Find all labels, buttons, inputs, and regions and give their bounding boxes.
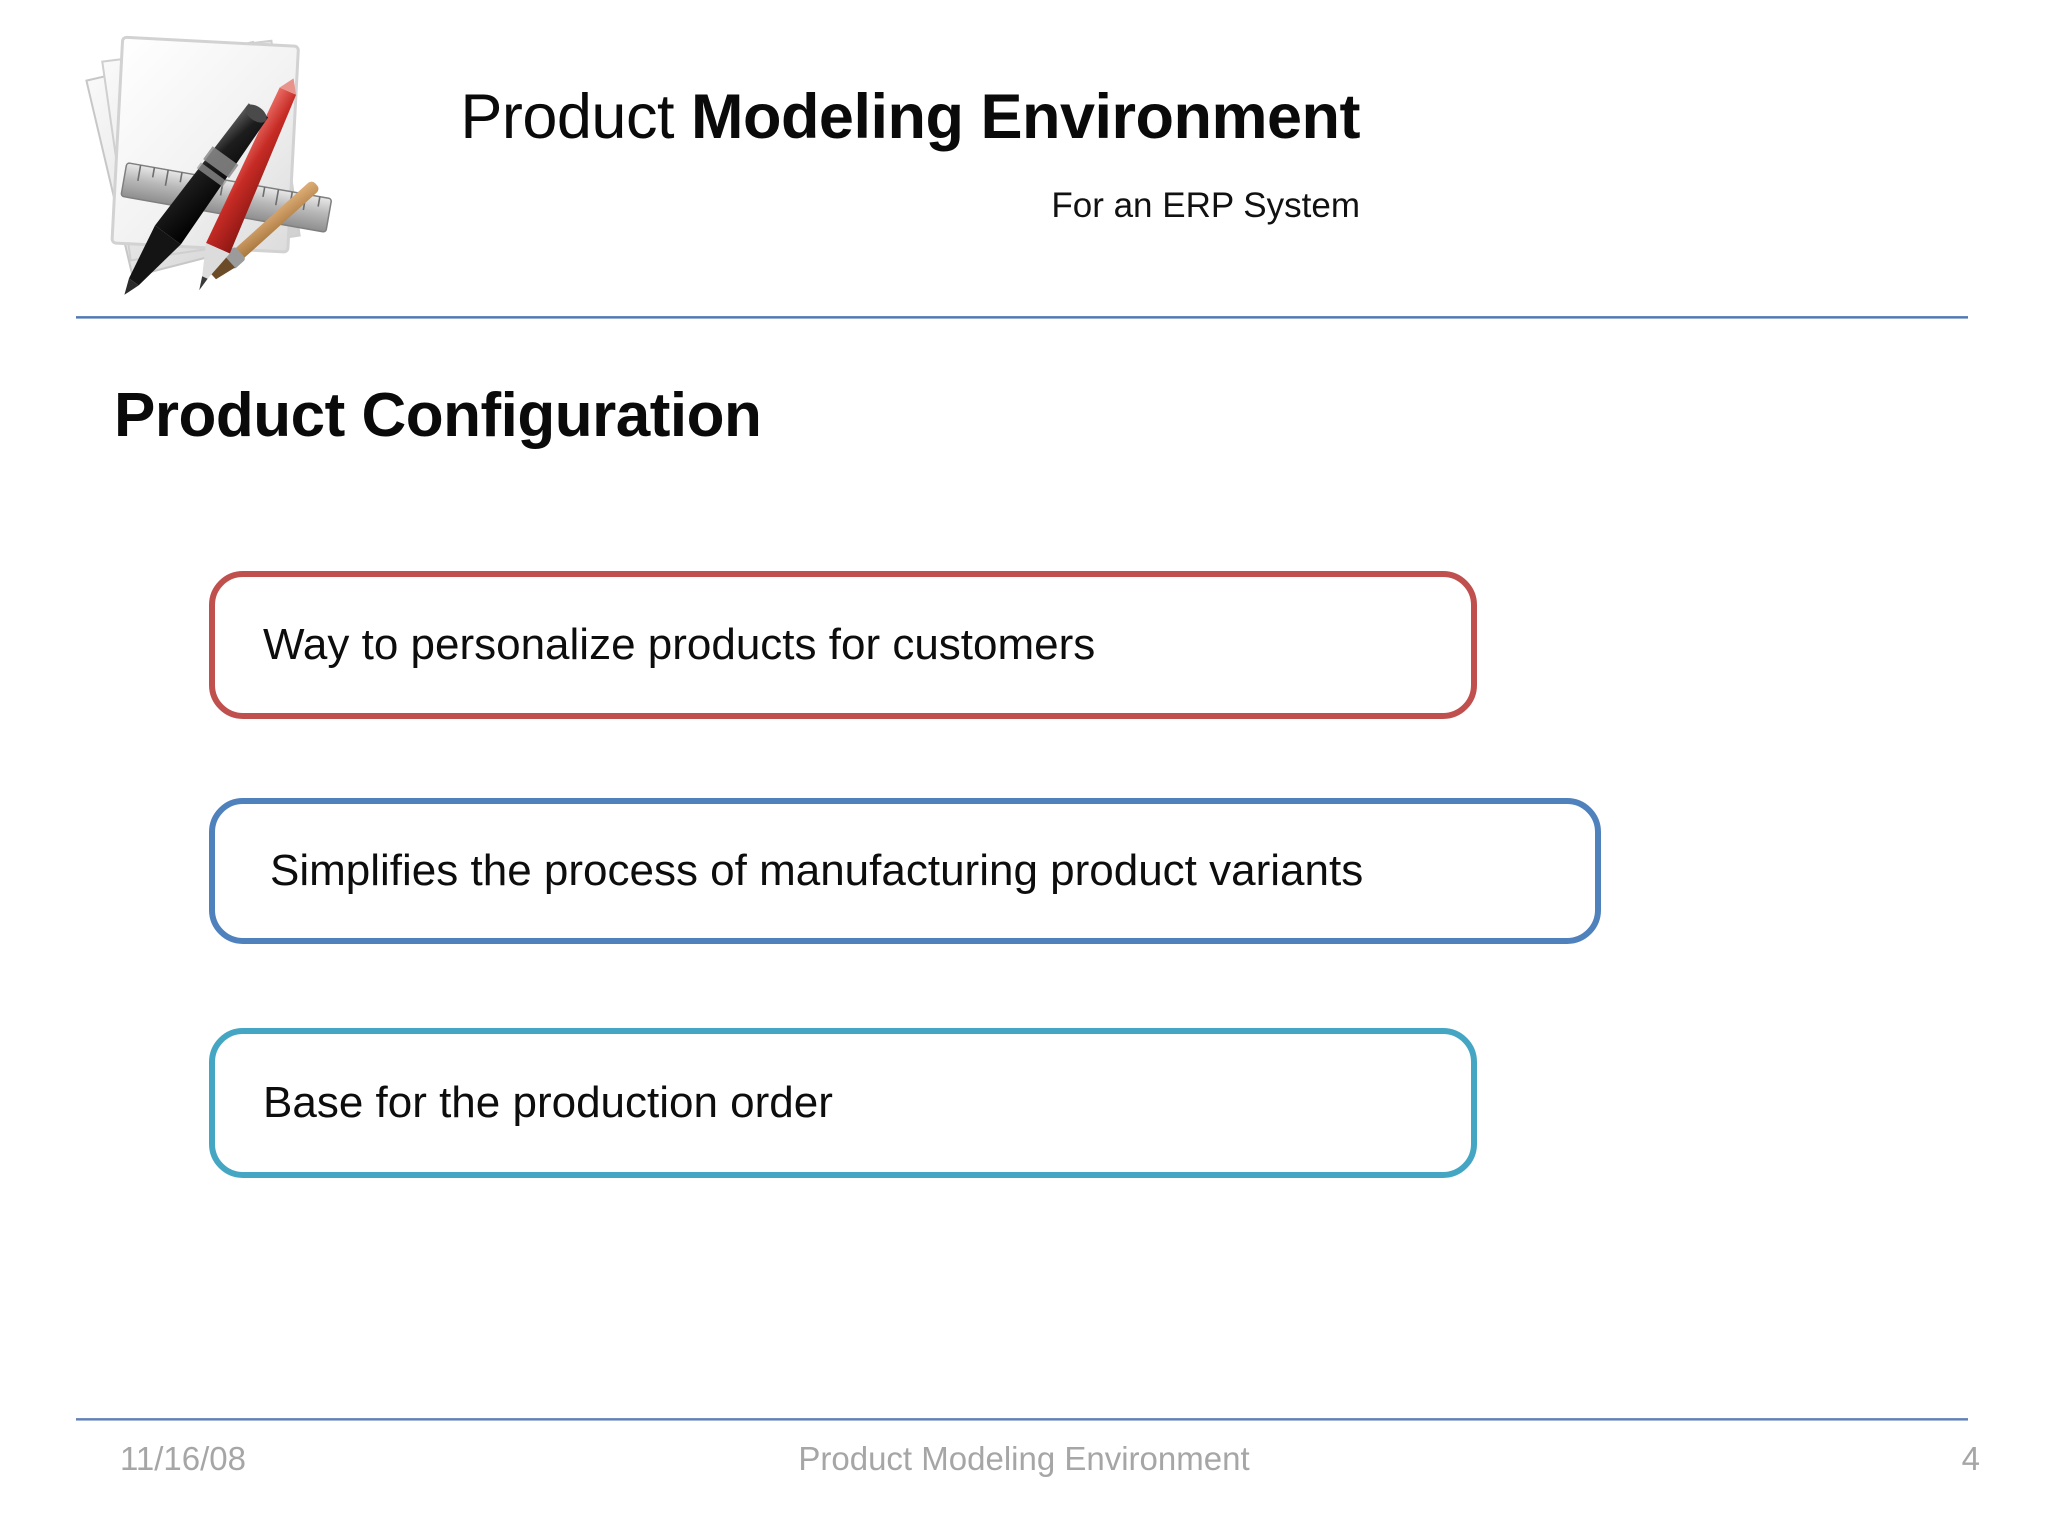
callout-label: Base for the production order — [263, 1078, 833, 1127]
header-title-regular: Product — [460, 82, 691, 152]
footer-divider — [76, 1418, 1968, 1421]
page-title: Product Configuration — [114, 381, 762, 450]
header-divider — [76, 316, 1968, 319]
footer-page-number: 4 — [1961, 1440, 1980, 1477]
document-pen-ruler-icon — [62, 18, 362, 300]
callout-label: Way to personalize products for customer… — [263, 620, 1096, 669]
footer-label: Product Modeling Environment — [798, 1440, 1250, 1477]
callout-production-order: Base for the production order — [209, 1028, 1477, 1178]
callout-personalize: Way to personalize products for customer… — [209, 571, 1477, 719]
callout-simplifies: Simplifies the process of manufacturing … — [209, 798, 1601, 944]
header-title: Product Modeling Environment — [300, 86, 1360, 149]
footer-date: 11/16/08 — [120, 1440, 247, 1477]
callout-label: Simplifies the process of manufacturing … — [270, 846, 1364, 895]
header-subtitle: For an ERP System — [1051, 186, 1360, 225]
header-title-bold: Modeling Environment — [690, 82, 1361, 152]
